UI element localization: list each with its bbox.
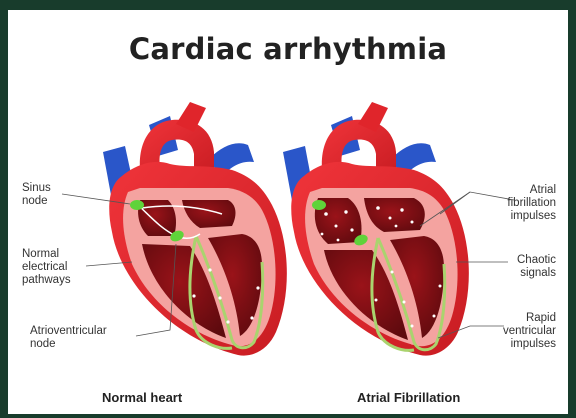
sparkle — [344, 210, 347, 213]
label-chaotic-line: signals — [470, 267, 556, 280]
label-sinus-node-line: Sinus — [22, 182, 51, 195]
sparkle — [324, 212, 328, 216]
sparkle — [391, 271, 394, 274]
sparkle — [400, 208, 403, 211]
caption-atrial-fibrillation: Atrial Fibrillation — [357, 390, 460, 405]
label-chaotic: Chaotic signals — [470, 254, 556, 280]
label-af-impulses-line: impulses — [470, 210, 556, 223]
label-rapid-line: Rapid — [470, 312, 556, 325]
sparkle — [395, 225, 398, 228]
label-rapid: Rapid ventricular impulses — [470, 312, 556, 351]
label-sinus-node-line: node — [22, 195, 51, 208]
sparkle — [375, 299, 378, 302]
sinus-node — [312, 200, 326, 210]
label-sinus-node: Sinus node — [22, 182, 51, 208]
label-rapid-line: ventricular — [470, 325, 556, 338]
label-pathways-line: electrical — [22, 261, 71, 274]
label-av-node: Atrioventricular node — [30, 325, 107, 351]
sparkle — [350, 228, 353, 231]
label-av-node-line: Atrioventricular — [30, 325, 107, 338]
label-pathways-line: Normal — [22, 248, 71, 261]
sparkle — [403, 301, 406, 304]
sparkle — [337, 239, 340, 242]
pathway-dot — [250, 316, 253, 319]
af-heart — [283, 102, 469, 356]
label-chaotic-line: Chaotic — [470, 254, 556, 267]
label-af-impulses-line: fibrillation — [470, 197, 556, 210]
pathway-dot — [218, 296, 221, 299]
sparkle — [376, 206, 380, 210]
sparkle — [433, 315, 436, 318]
sparkle — [321, 233, 324, 236]
caption-normal-heart: Normal heart — [102, 390, 182, 405]
pathway-dot — [256, 286, 259, 289]
sparkle — [335, 225, 338, 228]
sparkle — [439, 285, 442, 288]
pathway-dot — [226, 320, 229, 323]
normal-heart — [103, 102, 287, 356]
pathway-dot — [208, 268, 211, 271]
label-pathways-line: pathways — [22, 274, 71, 287]
pathway-dot — [192, 294, 195, 297]
label-pathways: Normal electrical pathways — [22, 248, 71, 287]
sparkle — [411, 221, 414, 224]
sparkle — [389, 217, 392, 220]
sinus-node — [130, 200, 144, 210]
label-rapid-line: impulses — [470, 338, 556, 351]
label-av-node-line: node — [30, 338, 107, 351]
label-af-impulses: Atrial fibrillation impulses — [470, 184, 556, 223]
label-af-impulses-line: Atrial — [470, 184, 556, 197]
sparkle — [411, 325, 414, 328]
